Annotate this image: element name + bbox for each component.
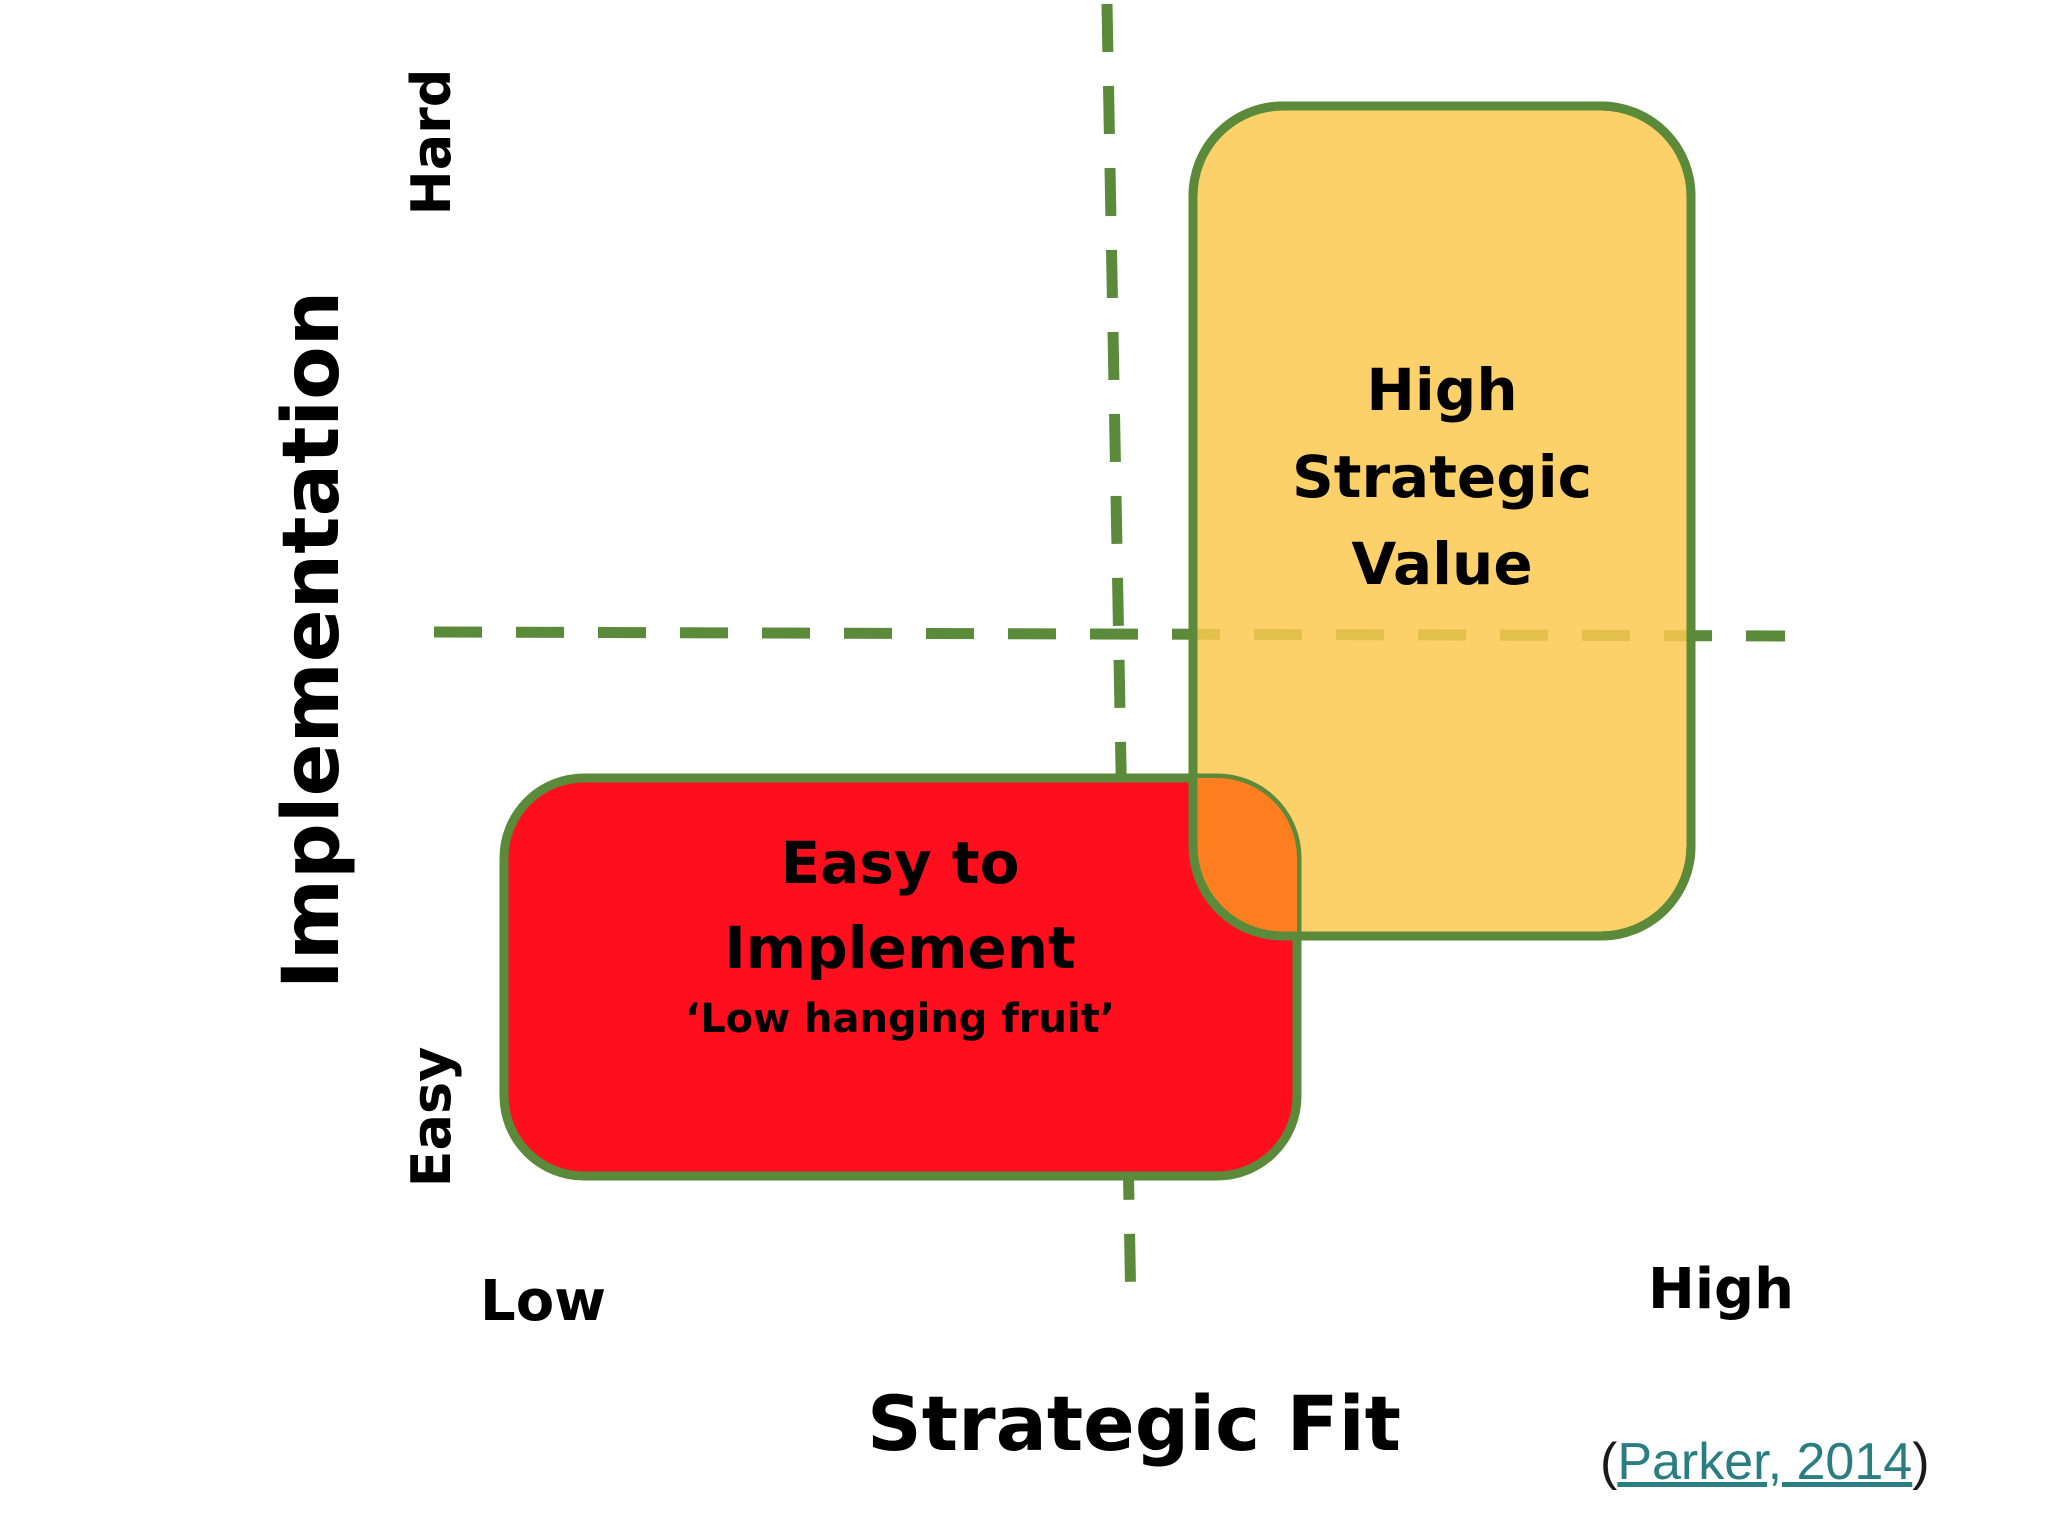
- citation: (Parker, 2014): [1600, 1432, 1930, 1492]
- easy-subtitle: ‘Low hanging fruit’: [685, 996, 1115, 1042]
- high-value-line1: High: [1366, 356, 1517, 424]
- high-value-line2: Strategic: [1292, 443, 1592, 511]
- easy-to-implement-box: [499, 773, 1302, 1181]
- x-axis-low-label: Low: [480, 1269, 606, 1334]
- x-axis-high-label: High: [1648, 1257, 1794, 1322]
- high-strategic-value-box-border: [1188, 101, 1696, 941]
- y-axis-title: Implementation: [267, 291, 357, 990]
- horizontal-divider: [433, 626, 1786, 642]
- easy-line1: Easy to: [781, 829, 1020, 897]
- citation-close-paren: ): [1912, 1433, 1930, 1491]
- citation-open-paren: (: [1600, 1433, 1618, 1491]
- y-axis-low-label: Easy: [400, 1047, 463, 1188]
- high-value-line3: Value: [1351, 530, 1532, 598]
- citation-link[interactable]: Parker, 2014: [1617, 1433, 1913, 1491]
- y-axis-high-label: Hard: [400, 69, 463, 216]
- x-axis-title: Strategic Fit: [867, 1379, 1401, 1468]
- easy-line2: Implement: [724, 914, 1076, 982]
